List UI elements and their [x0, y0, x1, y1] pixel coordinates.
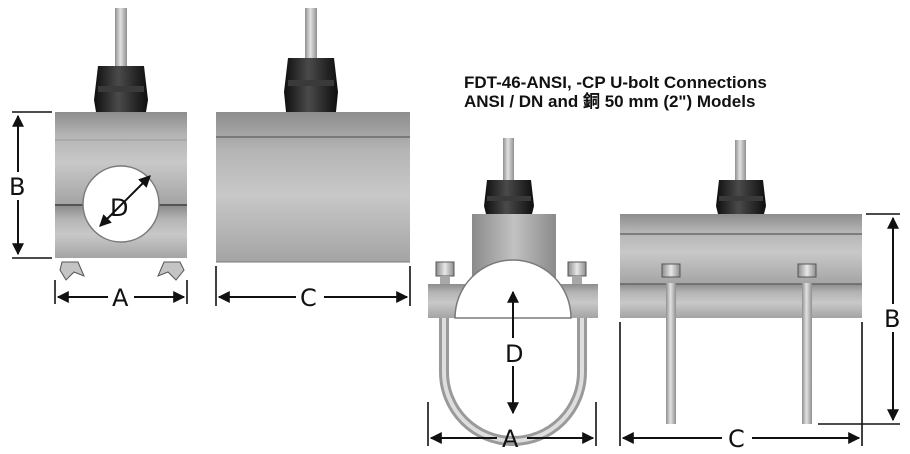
clamp-body [216, 112, 410, 262]
title-line-2: ANSI / DN and 銅 50 mm (2") Models [464, 91, 755, 111]
wing-nut-right [157, 261, 185, 281]
u-bolt-leg-right [802, 318, 812, 424]
sensor-housing [620, 214, 862, 284]
dimension-d-label: D [110, 194, 128, 222]
dimension-c-label-ubolt: C [728, 425, 745, 453]
dimension-a-label-ubolt: A [502, 425, 519, 453]
sensor-rod [503, 138, 514, 180]
ubolt-side-view: B C [619, 140, 900, 453]
dimension-c-label: C [300, 284, 317, 312]
nut-right [797, 263, 817, 278]
title-line-1: FDT-46-ANSI, -CP U-bolt Connections [464, 73, 767, 92]
gland-ring [98, 86, 144, 92]
clamp-side-view: C [215, 8, 411, 312]
gland-ring [719, 196, 763, 201]
nut-left [435, 261, 455, 277]
sensor-rod [115, 8, 127, 66]
dimension-d-label-ubolt: D [505, 340, 523, 368]
dimension-b-label: B [9, 173, 25, 201]
nut-right [567, 261, 587, 277]
wing-nut-left [59, 261, 85, 281]
sensor-rod [735, 140, 746, 180]
dimension-b-label-ubolt: B [884, 305, 900, 333]
gland-ring [288, 80, 334, 86]
saddle-bar [620, 284, 862, 318]
nut-left [661, 263, 681, 278]
gland-ring [487, 196, 531, 201]
clamp-end-view: D B A [9, 8, 188, 312]
pipe-opening [454, 259, 572, 319]
sensor-rod [305, 8, 317, 58]
ubolt-end-view: D A [427, 138, 598, 453]
dimension-a-label: A [112, 284, 129, 312]
u-bolt-leg-left [666, 318, 676, 424]
